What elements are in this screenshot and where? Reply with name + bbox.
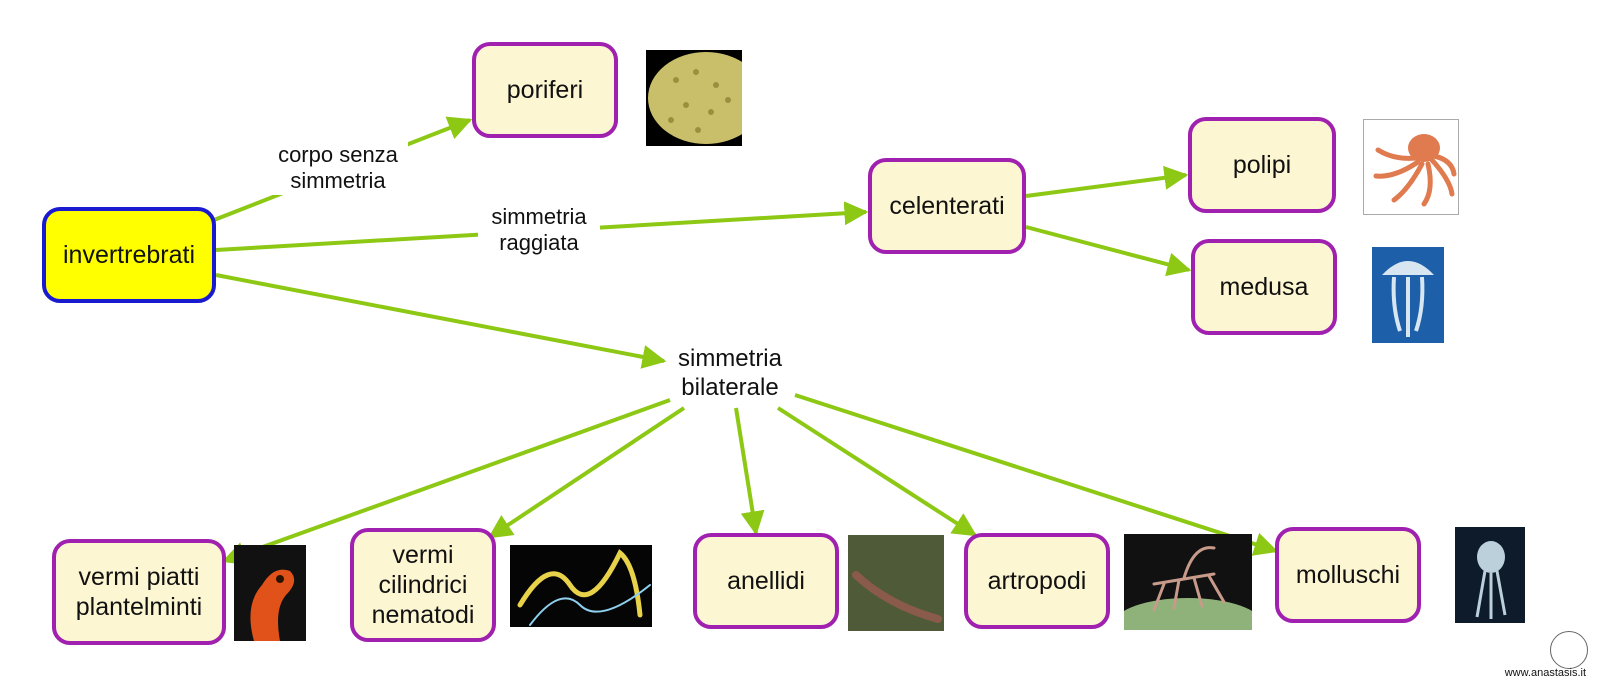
squid-icon [1475,541,1507,619]
label-corpo-senza-simmetria: corpo senza simmetria [268,142,408,195]
octopus-icon [1373,134,1457,207]
arthropod-image [1124,534,1252,630]
nematode-image [510,545,652,627]
earthworm-icon [852,571,942,623]
arrow-celenterati-medusa [1025,225,1192,277]
octopus-image [1363,119,1459,215]
flatworm-image [234,545,306,641]
jellyfish-image [1372,247,1444,343]
arthropod-icon [1124,546,1252,630]
earthworm-image [848,535,944,631]
arrow-bilaterale-vermi-cilindrici [488,406,686,539]
flatworm-icon [250,569,295,641]
node-anellidi[interactable]: anellidi [693,533,839,629]
node-polipi[interactable]: polipi [1188,117,1336,213]
arrow-bilaterale-artropodi [776,406,978,537]
node-invertrebrati[interactable]: invertrebrati [42,207,216,303]
label-simmetria-bilaterale: simmetria bilaterale [677,345,782,401]
arrow-root-bilaterale [215,273,667,369]
squid-image [1455,527,1525,623]
nematode-icon [517,549,651,626]
node-medusa[interactable]: medusa [1191,239,1337,335]
logo-stamp-icon [1550,631,1588,669]
node-vermi-piatti-plantelminti[interactable]: vermi piatti plantelminti [52,539,226,645]
footer-site[interactable]: www.anastasis.it [1504,667,1586,679]
node-molluschi[interactable]: molluschi [1275,527,1421,623]
arrow-bilaterale-molluschi [794,393,1279,556]
sponge-icon [648,52,742,144]
node-poriferi[interactable]: poriferi [472,42,618,138]
node-artropodi[interactable]: artropodi [964,533,1110,629]
jellyfish-icon [1382,261,1434,337]
arrow-bilaterale-vermi-piatti [221,398,671,565]
arrow-celenterati-polipi [1025,165,1189,198]
sponge-image [646,50,742,146]
node-celenterati[interactable]: celenterati [868,158,1026,254]
arrow-bilaterale-anellidi [734,407,765,536]
label-simmetria-raggiata: simmetria raggiata [478,204,600,257]
node-vermi-cilindrici-nematodi[interactable]: vermi cilindrici nematodi [350,528,496,642]
